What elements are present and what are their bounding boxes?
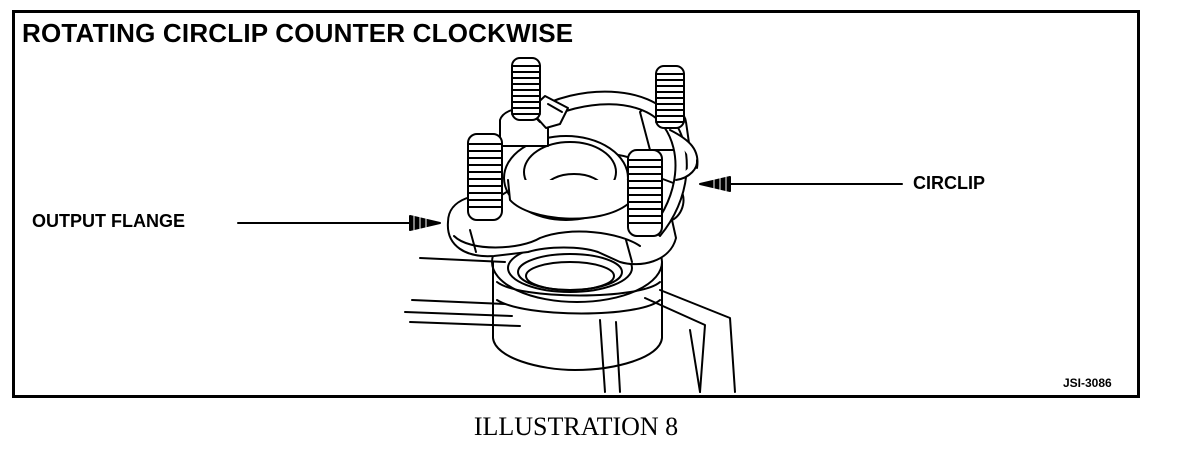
flange-hub	[503, 135, 629, 221]
housing-outline	[404, 257, 736, 393]
output-flange-arrow	[237, 215, 441, 231]
illustration-caption: ILLUSTRATION 8	[473, 412, 679, 441]
circlip-arrow	[699, 176, 903, 192]
wheel-studs	[467, 57, 685, 237]
output-flange-label: OUTPUT FLANGE	[32, 211, 185, 231]
figure-code: JSI-3086	[1063, 376, 1112, 390]
diagram-title: ROTATING CIRCLIP COUNTER CLOCKWISE	[22, 18, 574, 48]
circlip-label: CIRCLIP	[913, 173, 985, 193]
